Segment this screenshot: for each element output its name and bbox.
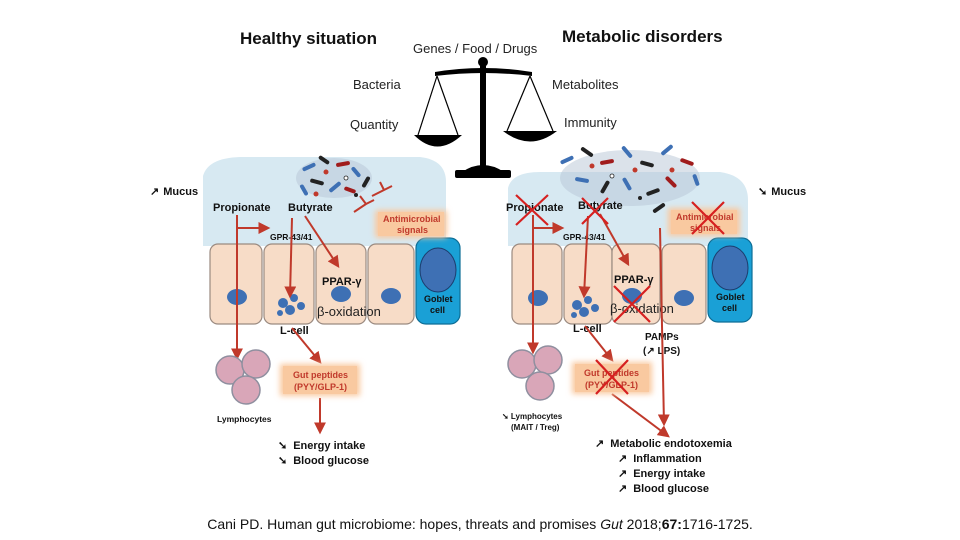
balance-scale-icon [414, 57, 557, 178]
disorder-outcome-4: ↗Blood glucose [618, 483, 709, 495]
disorder-goblet-label-2: cell [722, 303, 737, 313]
healthy-ppar-label: PPAR-γ [322, 276, 362, 288]
healthy-panel: Goblet cell ↗Mucus Propionate Butyrate G… [150, 155, 461, 467]
disorder-antimicrobial-label-1: Antimicrobial [676, 212, 734, 222]
healthy-goblet-label-1: Goblet [424, 294, 453, 304]
disorder-lymphocytes-icon [507, 345, 563, 401]
healthy-gut-peptides-label-2: (PYY/GLP-1) [294, 382, 347, 392]
healthy-beta-ox-label: β-oxidation [317, 304, 381, 319]
healthy-antimicrobial-label-1: Antimicrobial [383, 214, 441, 224]
disorder-outcome-1: ↗Metabolic endotoxemia [595, 438, 733, 450]
diagram: Healthy situation Metabolic disorders Ge… [150, 27, 806, 495]
citation-caption: Cani PD. Human gut microbiome: hopes, th… [207, 516, 753, 532]
healthy-outcome-1: ➘Energy intake [278, 440, 365, 452]
healthy-lymphocytes-icon [215, 349, 271, 405]
disorder-epithelium [511, 243, 707, 325]
disorder-gpr-label: GPR-43/41 [563, 232, 606, 242]
disorder-panel: Goblet cell ➘Mucus Propionate Butyrate G… [502, 144, 806, 495]
left-label-bacteria: Bacteria [353, 77, 401, 92]
healthy-butyrate-label: Butyrate [288, 202, 333, 214]
healthy-goblet-label-2: cell [430, 305, 445, 315]
center-title: Genes / Food / Drugs [413, 41, 538, 56]
healthy-title: Healthy situation [240, 29, 377, 48]
healthy-lymphocytes-label: Lymphocytes [217, 414, 272, 424]
healthy-mucus-label: ↗Mucus [150, 186, 198, 198]
disorder-gut-peptides-label-2: (PYY/GLP-1) [585, 380, 638, 390]
disorder-goblet-label-1: Goblet [716, 292, 745, 302]
right-label-immunity: Immunity [564, 115, 617, 130]
disorder-gut-peptides-label-1: Gut peptides [584, 368, 639, 378]
healthy-outcome-2: ➘Blood glucose [278, 455, 369, 467]
healthy-bacteria-cluster [296, 155, 372, 198]
healthy-arrows [231, 215, 340, 435]
healthy-antimicrobial-label-2: signals [397, 225, 428, 235]
disorder-outcome-2: ↗Inflammation [618, 453, 702, 465]
disorder-bacteria-cluster [560, 144, 700, 213]
inhibition-x-marks [515, 194, 725, 395]
left-label-quantity: Quantity [350, 117, 399, 132]
disorder-lymphocytes-label-1: ➘ Lymphocytes [502, 412, 563, 421]
disorder-ppar-label: PPAR-γ [614, 274, 654, 286]
healthy-epithelium [209, 243, 415, 325]
antibody-icon [353, 181, 393, 213]
disorder-beta-ox-label: β-oxidation [610, 301, 674, 316]
healthy-propionate-label: Propionate [213, 202, 270, 214]
right-label-metabolites: Metabolites [552, 77, 619, 92]
disorder-lymphocytes-label-2: (MAIT / Treg) [511, 423, 560, 432]
healthy-gut-peptides-label-1: Gut peptides [293, 370, 348, 380]
disorder-antimicrobial-label-2: signals [690, 223, 721, 233]
disorder-arrows [527, 213, 670, 438]
disorder-title: Metabolic disorders [562, 27, 723, 46]
disorder-outcome-3: ↗Energy intake [618, 468, 705, 480]
disorder-mucus-label: ➘Mucus [758, 186, 806, 198]
